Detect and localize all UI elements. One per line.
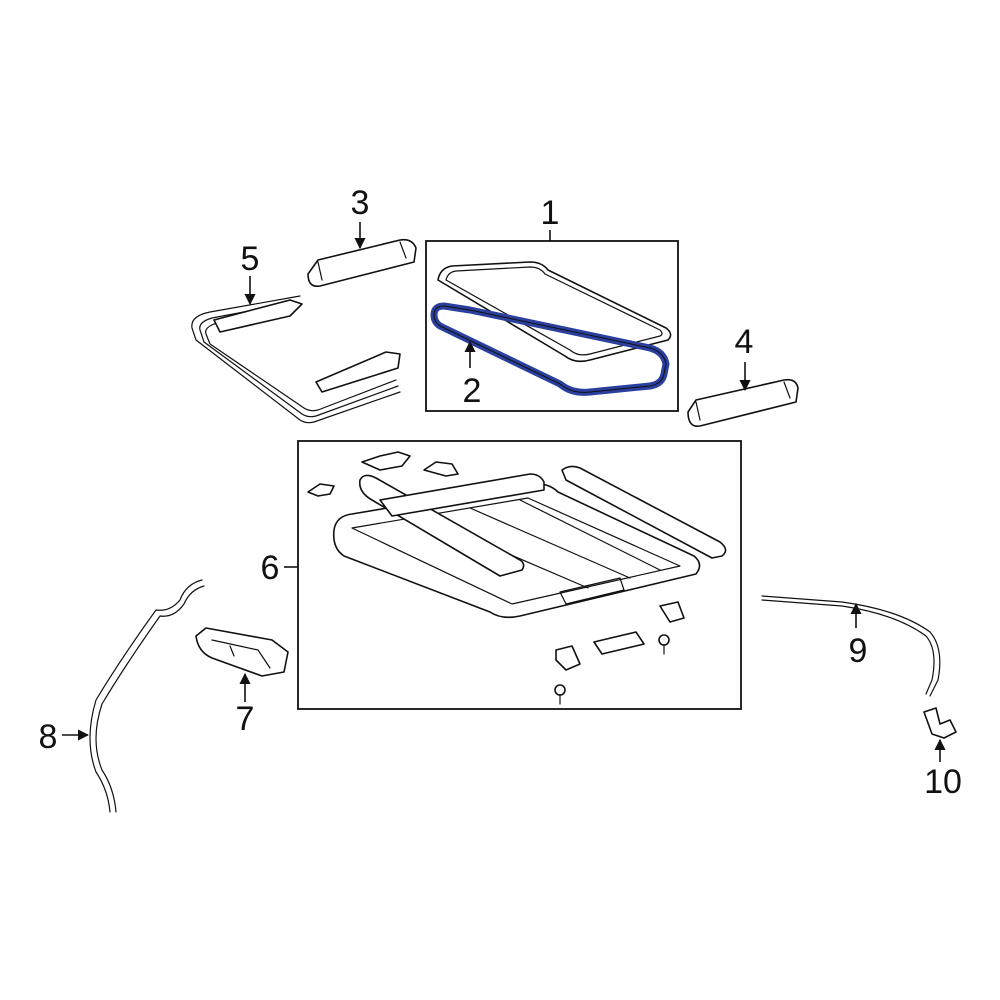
bracket-lower-right[interactable]	[659, 601, 685, 623]
bolt-right[interactable]	[658, 634, 670, 655]
callout-8: 8	[39, 718, 58, 756]
front-drain-hose[interactable]	[89, 579, 205, 813]
bracket-small-1[interactable]	[307, 483, 335, 497]
drive-cable-track[interactable]	[191, 295, 401, 424]
bracket-lower-center[interactable]	[593, 631, 645, 655]
callout-1: 1	[541, 194, 560, 232]
bracket-lower-left[interactable]	[555, 645, 581, 671]
bracket-small-3[interactable]	[423, 461, 459, 477]
glass-weatherstrip-seal[interactable]	[430, 302, 670, 396]
callout-4: 4	[735, 323, 754, 361]
housing-group-frame	[297, 440, 742, 710]
callout-2: 2	[463, 372, 482, 410]
callout-3: 3	[351, 184, 370, 222]
callout-5: 5	[241, 240, 260, 278]
housing-rear-rail[interactable]	[379, 473, 545, 517]
guide-rail-cover-left[interactable]	[307, 238, 417, 288]
rear-drain-hose[interactable]	[761, 595, 941, 697]
glass-assembly-group	[425, 230, 679, 412]
callout-7: 7	[236, 700, 255, 738]
sunroof-motor[interactable]	[195, 627, 289, 677]
sunroof-housing-group	[284, 440, 742, 710]
bracket-small-2[interactable]	[361, 451, 411, 471]
housing-side-rail[interactable]	[561, 465, 727, 559]
callout-9: 9	[849, 632, 868, 670]
glass-panel[interactable]	[437, 261, 672, 363]
callout-6: 6	[261, 549, 280, 587]
drain-hose-connector[interactable]	[923, 707, 957, 739]
guide-rail-cover-right[interactable]	[687, 378, 799, 428]
glass-group-frame	[425, 240, 679, 412]
callout-10: 10	[924, 763, 962, 801]
bolt-left[interactable]	[554, 684, 566, 705]
